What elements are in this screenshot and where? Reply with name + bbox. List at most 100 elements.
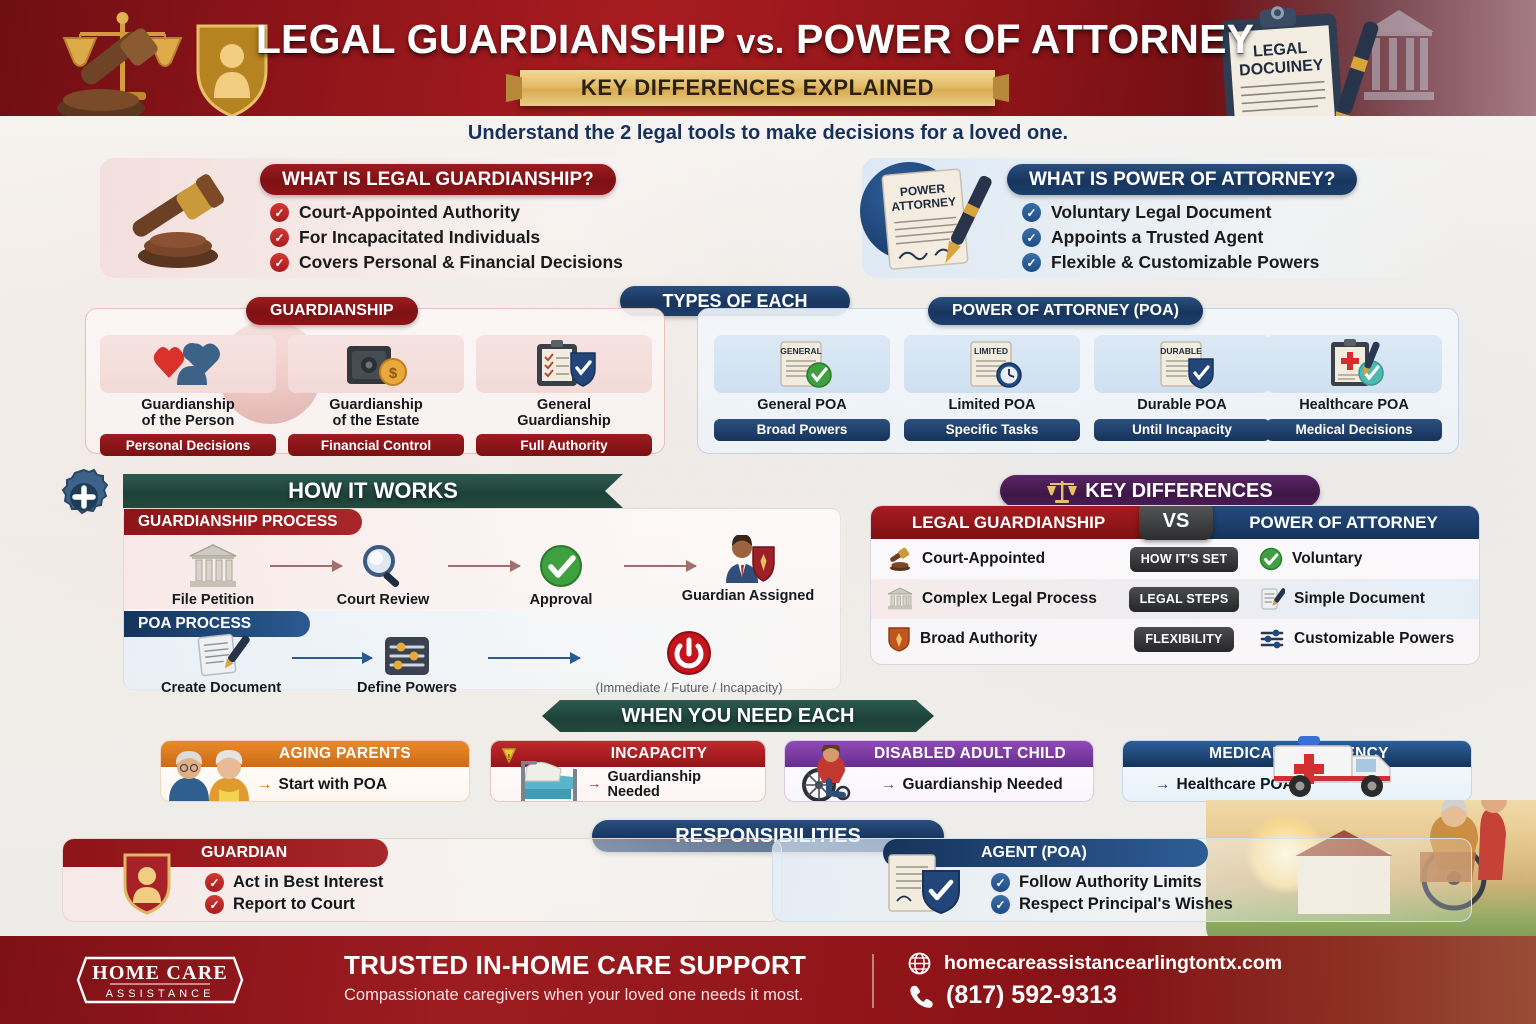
need-card-title: AGING PARENTS [161, 741, 469, 767]
process-step-define-powers[interactable]: Define Powers [332, 635, 482, 696]
ambulance-icon [1273, 736, 1391, 797]
medical-clipboard-icon [1331, 339, 1384, 386]
scales-icon [1047, 481, 1078, 503]
process-step-court-review[interactable]: Court Review [308, 541, 458, 608]
type-card-label: Limited POA [948, 397, 1036, 413]
footer-website[interactable]: homecareassistancearlingtontx.com [944, 952, 1283, 974]
header-subtitle: Understand the 2 legal tools to make dec… [467, 122, 1069, 144]
type-card-icon-box: DURABLE [1094, 335, 1270, 393]
safe-coin-icon: $ [347, 346, 407, 386]
document-shield-icon: DURABLE [1160, 341, 1214, 389]
document-check-icon: GENERAL [780, 341, 832, 388]
poa-document-pen-icon: POWER ATTORNEY [881, 168, 992, 270]
type-card-general-poa[interactable]: GENERAL General POA Broad Powers [714, 335, 890, 441]
subtitle-ribbon: KEY DIFFERENCES EXPLAINED [520, 70, 995, 106]
type-card-badge: Full Authority [476, 434, 652, 457]
column-header-poa: POWER OF ATTORNEY [1176, 506, 1479, 539]
types-poa-panel: POWER OF ATTORNEY (POA) GENERAL General … [697, 297, 1459, 454]
table-row: Complex Legal Process LEGAL STEPS Simple… [871, 579, 1479, 619]
title-main: LEGAL GUARDIANSHIP [255, 16, 725, 62]
footer-bar: HOME CARE ASSISTANCE TRUSTED IN-HOME CAR… [0, 936, 1536, 1024]
need-card-text: Guardianship Needed [902, 775, 1063, 793]
responsibilities-guardian-panel: GUARDIAN ✓ Act in Best Interest ✓ Report… [62, 838, 782, 922]
type-card-badge: Until Incapacity [1094, 418, 1270, 441]
green-check-icon [540, 545, 582, 587]
list-item: ✓ Report to Court [205, 895, 383, 914]
arrow-icon: → [1155, 775, 1171, 793]
type-card-limited-poa[interactable]: LIMITED Limited POA Specific Tasks [904, 335, 1080, 441]
process-step-guardian-assigned[interactable]: Guardian Assigned [664, 535, 832, 604]
item-label: Respect Principal's Wishes [1019, 895, 1233, 913]
item-label: Act in Best Interest [233, 873, 384, 891]
need-card-aging-parents[interactable]: AGING PARENTS → Start with POA [160, 740, 470, 802]
list-item: ✓ Follow Authority Limits [991, 873, 1233, 892]
column-header-guardianship: LEGAL GUARDIANSHIP [871, 506, 1176, 539]
types-guardianship-panel: GUARDIANSHIP Guardianship of the Person … [85, 297, 665, 457]
type-card-icon-box [476, 335, 652, 393]
row-right-cell: Customizable Powers [1247, 628, 1479, 650]
svg-text:LEGAL: LEGAL [1252, 40, 1307, 61]
wheelchair-person-icon [802, 745, 851, 801]
agent-items-list: ✓ Follow Authority Limits ✓ Respect Prin… [991, 873, 1233, 914]
step-icon-wrap [138, 541, 288, 589]
row-tag: LEGAL STEPS [1128, 586, 1240, 612]
table-row: Broad Authority FLEXIBILITY Customizable… [871, 619, 1479, 659]
bullet-label: For Incapacitated Individuals [299, 227, 541, 247]
row-tag-cell: FLEXIBILITY [1121, 626, 1247, 652]
type-card-guardianship-person[interactable]: Guardianship of the Person Personal Deci… [100, 335, 276, 457]
type-card-icon-box [1266, 335, 1442, 393]
arrow-icon: → [881, 775, 897, 793]
bullet-label: Flexible & Customizable Powers [1051, 252, 1320, 272]
footer-phone-row[interactable]: (817) 592-9313 [908, 981, 1282, 1010]
how-it-works-label: HOW IT WORKS [288, 478, 458, 503]
type-card-guardianship-estate[interactable]: $ Guardianship of the Estate Financial C… [288, 335, 464, 457]
type-card-healthcare-poa[interactable]: Healthcare POA Medical Decisions [1266, 335, 1442, 441]
type-card-label: Guardianship of the Estate [329, 397, 423, 429]
type-card-label: General POA [757, 397, 847, 413]
check-icon: ✓ [991, 873, 1010, 892]
need-card-body: → Start with POA [161, 767, 469, 801]
process-step-create-document[interactable]: Create Document [136, 633, 306, 696]
process-step-approval[interactable]: Approval [486, 541, 636, 608]
logo-line2: ASSISTANCE [106, 988, 215, 1000]
poa-heading-label: WHAT IS POWER OF ATTORNEY? [1029, 168, 1336, 190]
type-card-general-guardianship[interactable]: General Guardianship Full Authority [476, 335, 652, 457]
process-step-file-petition[interactable]: File Petition [138, 541, 288, 608]
type-card-durable-poa[interactable]: DURABLE Durable POA Until Incapacity [1094, 335, 1270, 441]
home-care-assistance-logo: HOME CARE ASSISTANCE [76, 956, 244, 1004]
row-left-label: Court-Appointed [922, 550, 1046, 567]
header-banner: LEGAL GUARDIANSHIP vs. POWER OF ATTORNEY… [0, 0, 1536, 116]
footer-website-row[interactable]: homecareassistancearlingtontx.com [908, 952, 1282, 975]
process-step-effective-date[interactable]: (Immediate / Future / Incapacity) [544, 631, 834, 695]
guardian-title: GUARDIAN [63, 839, 388, 867]
clipboard-shield-icon [537, 340, 596, 387]
gavel-icon [132, 174, 225, 268]
process-arrow [624, 560, 697, 572]
row-tag: HOW IT'S SET [1129, 546, 1239, 572]
type-card-icon-box: LIMITED [904, 335, 1080, 393]
type-card-icon-box: $ [288, 335, 464, 393]
sliders-icon [385, 637, 429, 675]
svg-text:DOCUINEY: DOCUINEY [1239, 57, 1325, 80]
need-card-incapacity[interactable]: INCAPACITY → Guardianship Needed ! [490, 740, 766, 802]
row-right-label: Voluntary [1292, 550, 1363, 567]
type-card-label: General Guardianship [517, 397, 611, 429]
doc-tag-limited: LIMITED [974, 346, 1008, 356]
scales-gavel-shield-icon [57, 12, 268, 116]
need-card-body: → Guardianship Needed [785, 767, 1093, 801]
check-icon: ✓ [270, 253, 289, 272]
footer-tagline-group: TRUSTED IN-HOME CARE SUPPORT Compassiona… [344, 950, 806, 1005]
footer-tagline: TRUSTED IN-HOME CARE SUPPORT [344, 950, 807, 980]
courthouse-icon [189, 544, 237, 587]
title-vs: vs. [736, 23, 785, 61]
bullet-label: Covers Personal & Financial Decisions [299, 252, 623, 272]
ribbon-label: KEY DIFFERENCES EXPLAINED [580, 75, 935, 100]
check-icon: ✓ [270, 203, 289, 222]
need-card-body: → Guardianship Needed [491, 767, 765, 801]
legal-document-clipboard-icon: LEGAL DOCUINEY [1220, 6, 1434, 116]
footer-phone[interactable]: (817) 592-9313 [946, 981, 1117, 1009]
type-card-badge: Medical Decisions [1266, 418, 1442, 441]
step-icon-wrap [332, 635, 482, 677]
need-card-disabled-adult-child[interactable]: DISABLED ADULT CHILD → Guardianship Need… [784, 740, 1094, 802]
row-tag-cell: HOW IT'S SET [1121, 546, 1247, 572]
